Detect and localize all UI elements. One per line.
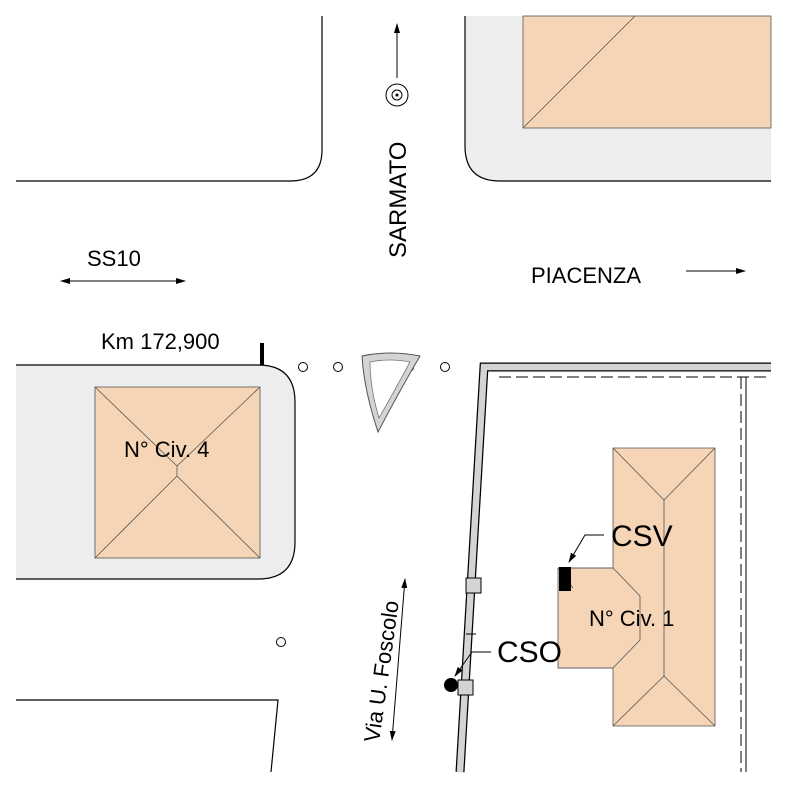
cso-marker-icon xyxy=(444,678,458,692)
left-block-curb xyxy=(16,364,296,580)
piacenza-label: PIACENZA xyxy=(531,263,641,288)
top-right-building xyxy=(522,15,772,129)
property-boundary xyxy=(499,376,771,772)
bottom-left-block-curb xyxy=(16,699,279,773)
civ-1-label: N° Civ. 1 xyxy=(589,606,674,631)
building-civ-4 xyxy=(94,386,261,559)
ss10-label: SS10 xyxy=(87,246,141,271)
civ-4-label: N° Civ. 4 xyxy=(124,437,209,462)
csv-label: CSV xyxy=(611,520,673,553)
csv-marker-icon xyxy=(559,567,571,591)
cso-leader xyxy=(454,651,491,677)
top-right-block-curb xyxy=(464,16,771,182)
traffic-island-icon xyxy=(361,352,421,434)
bollards xyxy=(276,362,450,647)
via-foscolo-arrow xyxy=(389,578,408,741)
km-label: Km 172,900 xyxy=(101,329,220,354)
wall-pillar-lower xyxy=(457,679,474,696)
building-civ-1 xyxy=(557,447,716,727)
top-left-block-curb xyxy=(16,16,323,182)
km-marker-post xyxy=(260,343,264,365)
sarmato-label: SARMATO xyxy=(385,142,412,258)
cso-label: CSO xyxy=(497,636,562,669)
csv-leader xyxy=(568,534,604,563)
target-symbol-icon xyxy=(385,83,409,107)
wall-pillar-upper xyxy=(465,577,482,594)
property-wall-inner xyxy=(456,363,771,773)
